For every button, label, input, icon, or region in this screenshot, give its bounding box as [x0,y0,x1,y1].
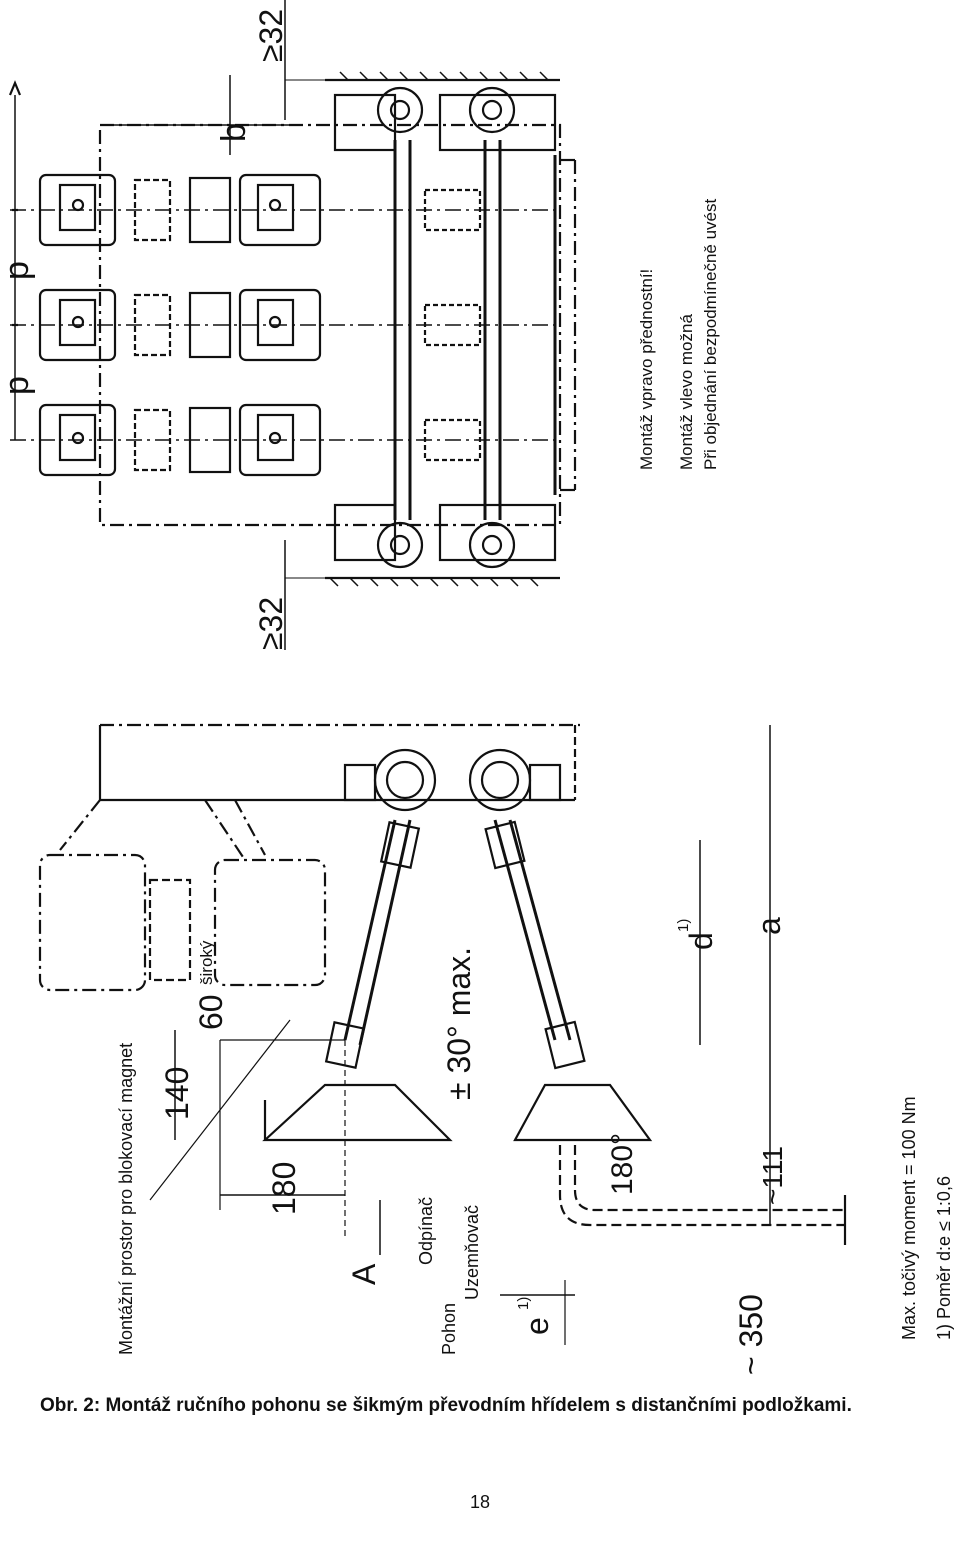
label-uzemnovac: Uzemňovač [462,1205,482,1300]
note-specify-order: Při objednání bezpodmínečně uvést [701,198,720,470]
dim-180: 180 [266,1162,302,1215]
figure-caption: Obr. 2: Montáž ručního pohonu se šikmým … [40,1395,852,1416]
pole-row-1 [10,173,560,247]
note-left-possible: Montáž vlevo možná [677,314,696,470]
top-view-labels: p p b ≥32 ≥32 Montáž vpravo přednostní! … [0,9,720,650]
technical-drawing: p p b ≥32 ≥32 Montáž vpravo přednostní! … [0,0,954,1375]
view-a-marker: A [346,1263,382,1285]
magnet-space-label: Montážní prostor pro blokovací magnet [116,1043,136,1355]
top-view [8,0,577,650]
pole-row-3 [10,403,560,477]
page-number: 18 [469,1492,491,1512]
dim-60: 60 [193,994,229,1030]
side-view-labels: Montážní prostor pro blokovací magnet 14… [116,917,954,1375]
rotation-label: 180° [606,1133,639,1195]
dim-d-superscript: 1) [675,919,692,932]
pole-row-2 [10,288,560,362]
dim-p-1: p [0,376,36,395]
dim-min-bottom: ≥32 [253,597,289,650]
dim-b: b [215,123,253,142]
dim-111: ~111 [757,1146,788,1205]
dim-e-superscript: 1) [515,1297,532,1310]
dim-a: a [751,917,787,935]
note-right-preferred: Montáž vpravo přednostní! [637,269,656,470]
dim-60-suffix: široký [197,940,216,985]
dim-140: 140 [159,1067,195,1120]
label-pohon: Pohon [439,1303,459,1355]
max-torque-note: Max. točivý moment = 100 Nm [899,1096,919,1340]
dim-e: e [519,1317,555,1335]
label-odpinac: Odpínač [416,1197,436,1265]
footnote-ratio: 1) Poměr d:e ≤ 1:0,6 [934,1176,954,1340]
side-view [38,723,847,1345]
dim-d: d [683,932,719,950]
dim-min-top: ≥32 [253,9,289,62]
dim-350: ~ 350 [733,1294,769,1375]
angle-label: ± 30° max. [441,947,477,1100]
dim-p-2: p [0,261,36,280]
